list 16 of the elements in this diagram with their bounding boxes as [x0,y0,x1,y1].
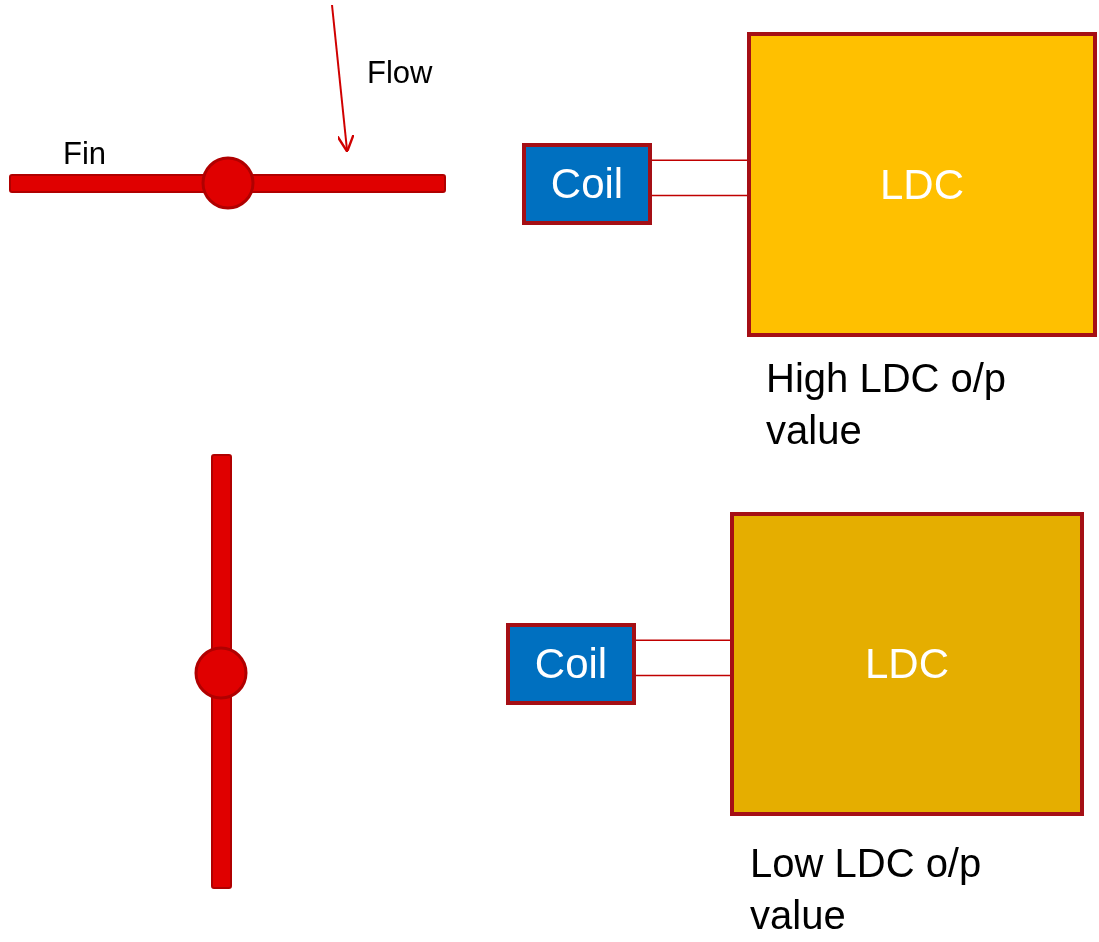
output-caption: High LDC o/p value [766,355,1008,454]
wire-line [651,194,748,197]
converter-box [747,32,1097,337]
box-label: Coil [534,640,608,688]
box-label: LDC [865,640,949,688]
coil-box [522,143,652,225]
wire-line [651,159,748,161]
wire-line [635,639,731,641]
fin-label: Fin [63,136,107,172]
box-label: LDC [880,160,964,209]
output-caption: Low LDC o/p value [750,840,983,939]
coil-box [506,623,636,705]
box-label: Coil [550,160,624,208]
converter-box [730,512,1084,816]
flow-label: Flow [367,55,433,91]
wire-line [635,674,731,677]
